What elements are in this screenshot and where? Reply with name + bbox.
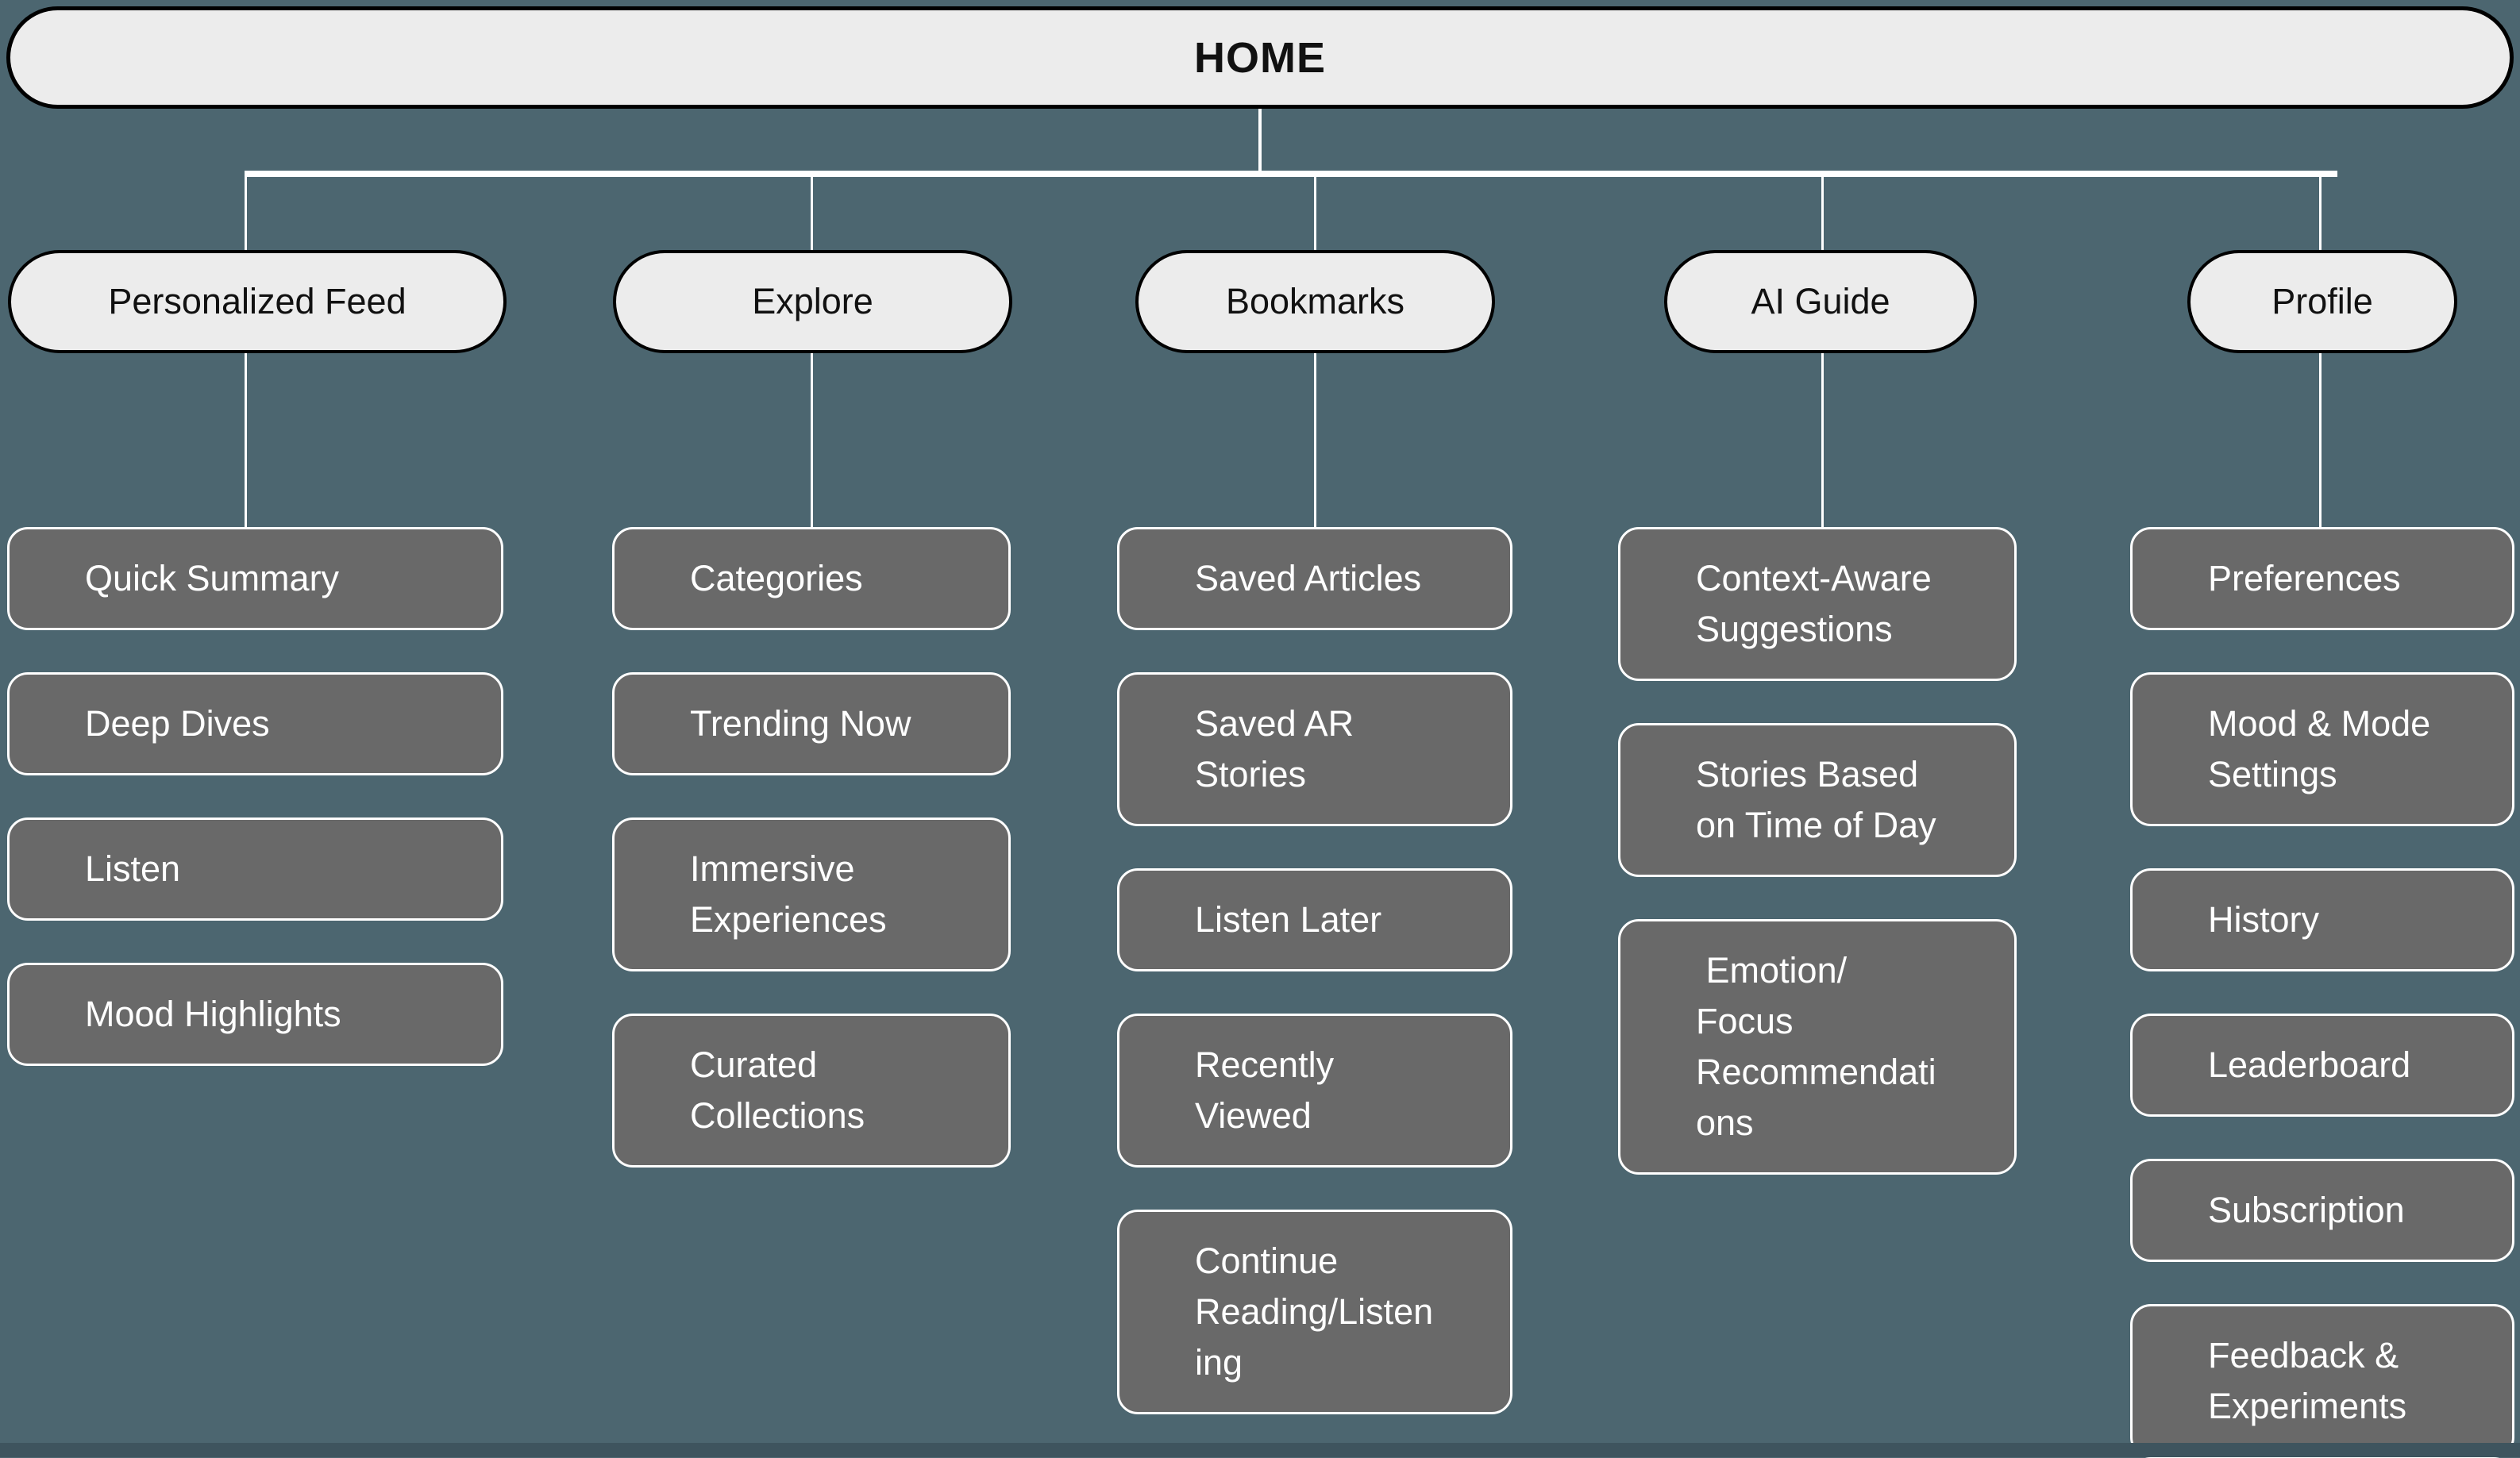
node-label: Stories Based on Time of Day — [1696, 754, 1936, 845]
node-saved-articles[interactable]: Saved Articles — [1117, 527, 1512, 630]
branch-label: Explore — [752, 281, 873, 321]
column-personalized-feed: Quick Summary Deep Dives Listen Mood Hig… — [7, 527, 503, 1066]
node-home[interactable]: HOME — [6, 6, 2514, 109]
column-profile: Preferences Mood & Mode Settings History… — [2130, 527, 2514, 1458]
connector-branch-5-down — [2319, 353, 2322, 528]
node-listen-later[interactable]: Listen Later — [1117, 868, 1512, 971]
node-label: Saved Articles — [1195, 558, 1422, 598]
node-emotion-focus-recommendations[interactable]: Emotion/ Focus Recommendations — [1618, 919, 2017, 1175]
column-ai-guide: Context-Aware Suggestions Stories Based … — [1618, 527, 2017, 1175]
connector-branch-1-top — [245, 177, 247, 250]
node-saved-ar-stories[interactable]: Saved AR Stories — [1117, 672, 1512, 826]
connector-branch-3-down — [1314, 353, 1316, 528]
node-quick-summary[interactable]: Quick Summary — [7, 527, 503, 630]
node-label: Mood & Mode Settings — [2208, 703, 2441, 794]
branch-pill-ai-guide[interactable]: AI Guide — [1664, 250, 1977, 353]
node-label: Feedback & Experiments — [2208, 1335, 2409, 1426]
node-label: Immersive Experiences — [690, 848, 887, 940]
node-home-label: HOME — [1194, 33, 1326, 82]
node-label: Preferences — [2208, 558, 2401, 598]
node-label: Mood Highlights — [85, 994, 341, 1034]
connector-branch-5-top — [2319, 177, 2322, 250]
connector-branch-1-down — [245, 353, 247, 528]
node-label: Curated Collections — [690, 1044, 865, 1136]
bottom-edge-bar — [0, 1443, 2520, 1457]
node-history[interactable]: History — [2130, 868, 2514, 971]
node-curated-collections[interactable]: Curated Collections — [612, 1014, 1011, 1168]
node-label: Trending Now — [690, 703, 911, 744]
node-feedback-experiments[interactable]: Feedback & Experiments — [2130, 1304, 2514, 1458]
node-preferences[interactable]: Preferences — [2130, 527, 2514, 630]
node-label: Quick Summary — [85, 558, 340, 598]
node-continue-reading-listening[interactable]: Continue Reading/Listening — [1117, 1210, 1512, 1414]
node-mood-mode-settings[interactable]: Mood & Mode Settings — [2130, 672, 2514, 826]
node-deep-dives[interactable]: Deep Dives — [7, 672, 503, 775]
branch-label: Profile — [2271, 281, 2373, 321]
branch-pill-profile[interactable]: Profile — [2187, 250, 2457, 353]
connector-branch-4-down — [1821, 353, 1824, 528]
node-label: Listen — [85, 848, 181, 889]
branch-pill-bookmarks[interactable]: Bookmarks — [1135, 250, 1495, 353]
connector-horizontal-bar — [245, 171, 2337, 177]
branch-label: Bookmarks — [1225, 281, 1405, 321]
branch-pill-personalized-feed[interactable]: Personalized Feed — [8, 250, 507, 353]
connector-branch-3-top — [1314, 177, 1316, 250]
node-label: Categories — [690, 558, 863, 598]
node-trending-now[interactable]: Trending Now — [612, 672, 1011, 775]
node-label: Saved AR Stories — [1195, 703, 1364, 794]
node-immersive-experiences[interactable]: Immersive Experiences — [612, 817, 1011, 971]
branch-label: AI Guide — [1751, 281, 1890, 321]
connector-home-stem — [1258, 109, 1262, 173]
node-stories-based-on-time-of-day[interactable]: Stories Based on Time of Day — [1618, 723, 2017, 877]
connector-branch-2-top — [811, 177, 813, 250]
node-recently-viewed[interactable]: Recently Viewed — [1117, 1014, 1512, 1168]
node-label: Context-Aware Suggestions — [1696, 558, 1942, 649]
connector-branch-4-top — [1821, 177, 1824, 250]
branch-label: Personalized Feed — [108, 281, 407, 321]
node-label: Continue Reading/Listening — [1195, 1241, 1434, 1383]
node-label: Recently Viewed — [1195, 1044, 1344, 1136]
node-label: Leaderboard — [2208, 1044, 2411, 1085]
node-subscription[interactable]: Subscription — [2130, 1159, 2514, 1262]
connector-branch-2-down — [811, 353, 813, 528]
node-label: Deep Dives — [85, 703, 270, 744]
node-label: History — [2208, 899, 2320, 940]
node-label: Subscription — [2208, 1190, 2405, 1230]
node-mood-highlights[interactable]: Mood Highlights — [7, 963, 503, 1066]
column-explore: Categories Trending Now Immersive Experi… — [612, 527, 1011, 1168]
branch-pill-explore[interactable]: Explore — [613, 250, 1012, 353]
node-label: Listen Later — [1195, 899, 1382, 940]
node-context-aware-suggestions[interactable]: Context-Aware Suggestions — [1618, 527, 2017, 681]
column-bookmarks: Saved Articles Saved AR Stories Listen L… — [1117, 527, 1512, 1414]
node-label: Emotion/ Focus Recommendations — [1696, 950, 1936, 1143]
node-categories[interactable]: Categories — [612, 527, 1011, 630]
node-leaderboard[interactable]: Leaderboard — [2130, 1014, 2514, 1117]
node-listen[interactable]: Listen — [7, 817, 503, 921]
